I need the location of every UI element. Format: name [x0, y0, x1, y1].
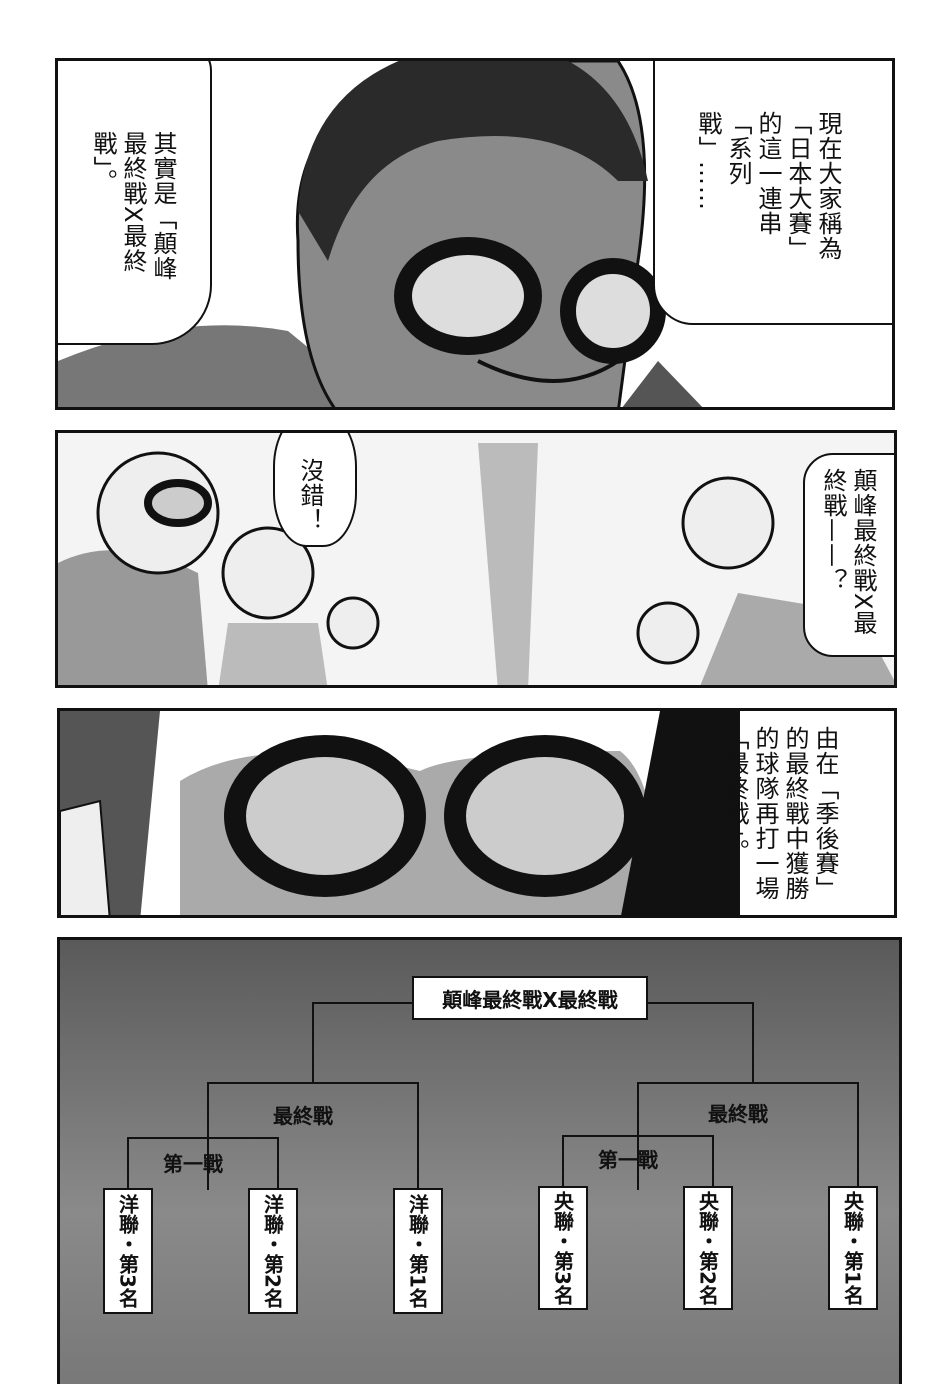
speech-text-left: 其實是「顛峰最終戰X最終戰」。	[89, 131, 177, 281]
speech-text-left: 沒錯！	[296, 458, 324, 533]
final-championship-box: 顛峰最終戰X最終戰	[412, 976, 648, 1020]
speech-bubble-right	[653, 61, 892, 325]
man-with-glasses-illustration	[58, 61, 703, 407]
panel-3: 由在「季後賽」的最終戰中獲勝的球隊再打一場「最終戰」。	[57, 708, 897, 918]
speech-bubble-right	[803, 453, 894, 657]
team-box: 洋聯・第2名	[248, 1188, 298, 1314]
panel-2: 沒錯！ 顛峰最終戰X最終戰——？	[55, 430, 897, 688]
right-first-label: 第一戰	[598, 1148, 658, 1172]
team-box: 央聯・第3名	[538, 1186, 588, 1310]
team-box: 洋聯・第3名	[103, 1188, 153, 1314]
speech-text-right: 現在大家稱為「日本大賽」的這一連串「系列戰」……	[694, 111, 842, 261]
right-final-label: 最終戰	[708, 1102, 768, 1126]
team-box: 洋聯・第1名	[393, 1188, 443, 1314]
speech-bubble-left	[58, 61, 212, 345]
speech-text-right: 顛峰最終戰X最終戰——？	[819, 468, 877, 636]
team-box: 央聯・第1名	[828, 1186, 878, 1310]
panel-4-bracket-diagram: 顛峰最終戰X最終戰 最終戰 最終戰 第一戰 第一戰 洋聯・第3名 洋聯・第2名 …	[57, 937, 902, 1384]
speech-bubble-left	[273, 433, 357, 547]
left-final-label: 最終戰	[273, 1104, 333, 1128]
glasses-closeup-illustration	[60, 711, 740, 915]
team-box: 央聯・第2名	[683, 1186, 733, 1310]
left-first-label: 第一戰	[163, 1152, 223, 1176]
office-crowd-illustration	[58, 443, 894, 685]
caption-text: 由在「季後賽」的最終戰中獲勝的球隊再打一場「最終戰」。	[721, 726, 839, 901]
panel-1: 現在大家稱為「日本大賽」的這一連串「系列戰」…… 其實是「顛峰最終戰X最終戰」。	[55, 58, 895, 410]
